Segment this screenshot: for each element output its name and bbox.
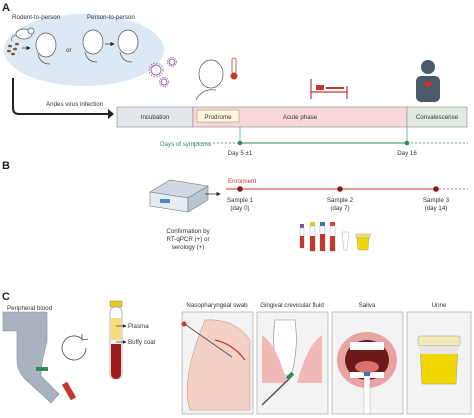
panel-b-letter: B [2,160,10,172]
confirmation-line-2: RT-qPCR (+) or [166,236,209,243]
rodent-icon [11,27,35,42]
droppings-icon [7,42,19,56]
confirmation-line-3: serology (+) [172,244,205,251]
gingival-icon [261,319,322,406]
incubation-label: Incubation [141,114,170,121]
pcr-machine-icon [149,179,209,213]
hospital-bed-icon [310,79,348,99]
sample-1-name: Sample 1 [227,197,254,204]
buffy-coat-label: Buffy coat [128,339,156,346]
urine-cup-icon [355,233,371,251]
person-head-icon [82,29,104,63]
saliva-mouth-icon [337,332,397,415]
peripheral-blood-label: Peripheral blood [7,305,53,312]
sample-2-day: (day 7) [330,205,349,212]
infection-arrow [12,78,111,115]
urine-label: Urine [432,302,447,309]
sample-1-marker [237,186,243,192]
centrifuge-tube-icon [109,300,123,380]
nasopharyngeal-label: Nasopharyngeal swab [186,302,248,309]
person-head-icon [117,29,139,63]
transmission-bubble [4,14,164,86]
gingival-label: Gingival crevicular fluid [260,302,324,309]
plasma-label: Plasma [128,323,149,330]
acute-phase-label: Acute phase [283,114,318,121]
sample-3-name: Sample 3 [423,197,450,204]
sample-2-name: Sample 2 [327,197,354,204]
cycle-arrow-icon [61,334,89,361]
convalescence-label: Convalescense [416,114,459,121]
sick-person-icon [195,59,224,101]
sample-1-day: (day 0) [230,205,249,212]
saliva-label: Saliva [359,302,376,309]
patient-icon [416,60,440,102]
days-of-symptoms-label: Days of symptoms [160,141,211,148]
rodent-to-person-label: Rodent-to-person [12,14,61,21]
prodrome-box [196,109,240,123]
urine-container-icon [417,335,461,385]
enrolment-label: Enrolment [228,178,256,185]
panel-a-letter: A [2,2,10,14]
virus-icon [148,57,177,87]
andes-infection-label: Andes virus infection [46,101,104,108]
panel-c-letter: C [2,291,10,303]
nasopharyngeal-swab-icon [181,319,251,411]
convalescence-box [406,106,468,128]
or-label-1: or [66,47,72,54]
sample-tubes-icon [299,222,350,252]
infection-arrowhead [108,109,114,119]
sample-2-marker [337,186,343,192]
thermometer-icon [230,57,238,80]
sample-3-day: (day 14) [425,205,448,212]
sample-3-marker [433,186,439,192]
confirmation-line-1: Confirmation by [166,228,210,235]
arm-icon [2,311,77,404]
prodrome-label: Prodrome [204,114,232,121]
day-5-label: Day 5 ±1 [228,150,253,157]
person-head-icon [35,32,57,65]
person-to-person-label: Person-to-person [87,14,135,21]
day-16-label: Day 16 [397,150,417,157]
